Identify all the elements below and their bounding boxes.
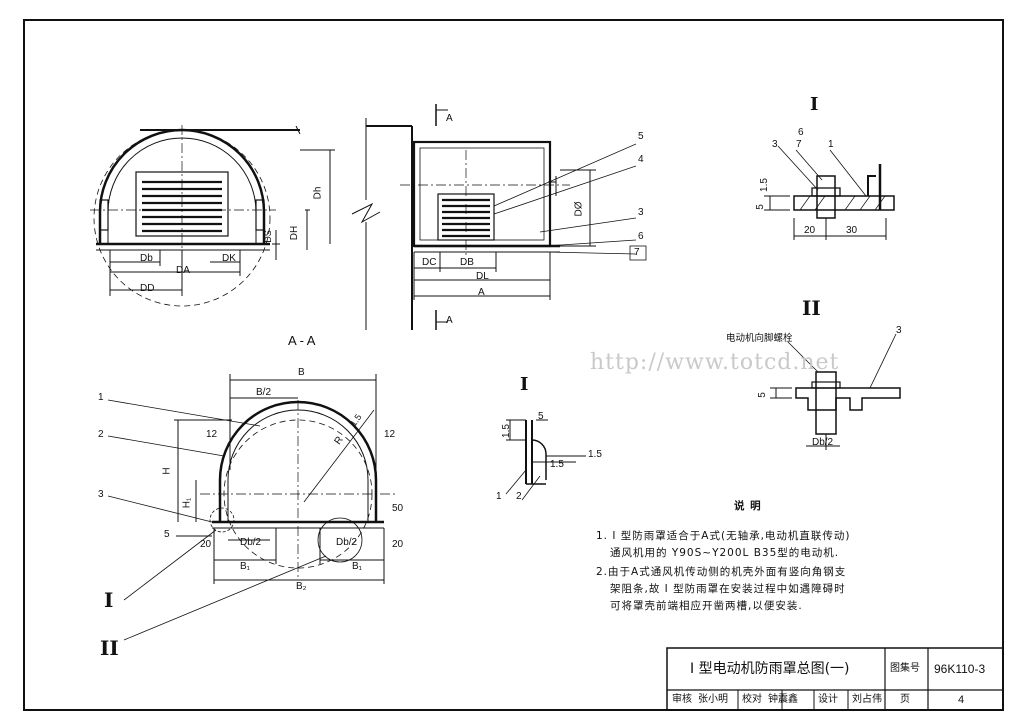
check-label: 校对: [742, 694, 762, 705]
page-label: 页: [900, 694, 910, 705]
d1-part-1: 1: [828, 139, 834, 150]
part-3-sec: 3: [98, 489, 104, 500]
d1-30: 30: [846, 225, 858, 236]
notes-line-5: 可将罩壳前端相应开凿两槽,以便安装.: [610, 600, 803, 612]
dim-db-side: DB: [460, 257, 474, 268]
dim-h: H: [161, 467, 173, 475]
cut-marker-bottom: A: [446, 315, 453, 326]
check-name: 钟震鑫: [768, 694, 798, 705]
dim-d0: DØ: [573, 201, 585, 217]
part-6-side: 6: [638, 231, 644, 242]
design-name: 刘占伟: [852, 694, 882, 705]
d1-5: 5: [754, 204, 766, 210]
sheet-border: [23, 19, 1004, 711]
part-4-side: 4: [638, 154, 644, 165]
notes-line-4: 架阻条,故 I 型防雨罩在安装过程中如遇障碍时: [610, 583, 846, 595]
d1-part-6: 6: [798, 127, 804, 138]
design-label: 设计: [818, 694, 838, 705]
dim-b: B: [298, 367, 305, 378]
d3-1-5-lower: 1.5: [550, 459, 564, 470]
d2-part-3: 3: [896, 325, 902, 336]
drawing-title: I 型电动机防雨罩总图(一): [690, 661, 850, 677]
d3-part-2: 2: [516, 491, 522, 502]
part-2-sec: 2: [98, 429, 104, 440]
detail-ii-title: II: [802, 296, 821, 320]
dim-db-half-right: Db/2: [336, 537, 358, 548]
dim-h1: H₁: [181, 497, 193, 509]
dim-12-right: 12: [384, 429, 396, 440]
dim-dh: DH: [289, 225, 301, 241]
dim-a: A: [478, 287, 485, 298]
part-1-sec: 1: [98, 392, 104, 403]
section-aa-view: [107, 374, 396, 641]
d3-5: 5: [538, 411, 544, 422]
d3-part-1: 1: [496, 491, 502, 502]
notes-title: 说 明: [734, 500, 762, 512]
d1-part-7: 7: [796, 139, 802, 150]
d1-part-3: 3: [772, 139, 778, 150]
dim-dk: DK: [222, 253, 236, 264]
part-5-side: 5: [638, 131, 644, 142]
dim-db: Db: [140, 253, 153, 264]
d1-20: 20: [804, 225, 816, 236]
detail-ii: [770, 333, 901, 450]
d2-db-half: Db/2: [812, 437, 834, 448]
side-view: [351, 104, 647, 330]
d3-1-5-right: 1.5: [588, 449, 602, 460]
dim-5-sec: 5: [164, 529, 170, 540]
notes-line-1: 1. I 型防雨罩适合于A式(无轴承,电动机直联传动): [596, 530, 851, 542]
dim-b1-left: B₁: [240, 561, 251, 572]
title-block-lines: [666, 647, 1004, 711]
dim-b1-right: B₁: [352, 561, 363, 572]
watermark: http://www.totcd.net: [590, 350, 840, 375]
detail-i-mid: [505, 419, 586, 501]
review-label: 审核: [672, 694, 692, 705]
cut-marker-top: A: [446, 113, 453, 124]
set-label: 图集号: [890, 663, 920, 674]
review-name: 张小明: [698, 694, 728, 705]
dim-b-half: B/2: [256, 387, 272, 398]
d2-note: 电动机向脚螺栓: [726, 333, 793, 344]
dim-12-left: 12: [206, 429, 218, 440]
set-number: 96K110-3: [934, 662, 986, 676]
callout-i: I: [104, 588, 114, 612]
dim-b2: B₂: [296, 581, 307, 592]
dim-20-left: 20: [200, 539, 212, 550]
part-3-side: 3: [638, 207, 644, 218]
notes-line-2: 通风机用的 Y90S~Y200L B35型的电动机.: [610, 547, 840, 559]
d2-5: 5: [756, 392, 768, 398]
dim-50: 50: [392, 503, 404, 514]
dim-dc: DC: [422, 257, 437, 268]
dim-20-right: 20: [392, 539, 404, 550]
dim-dd: DD: [140, 283, 155, 294]
dim-dl: DL: [476, 271, 489, 282]
dim-ds: DS: [262, 230, 273, 243]
detail-i-top-title: I: [810, 94, 819, 115]
front-end-view: [90, 125, 335, 307]
dim-db-half-left: Db/2: [240, 537, 262, 548]
section-label: A - A: [288, 333, 316, 348]
dim-dh-upper: Dh: [312, 186, 324, 200]
part-7-side: 7: [634, 247, 640, 258]
callout-ii: II: [100, 636, 119, 660]
dim-da: DA: [176, 265, 190, 276]
notes-line-3: 2.由于A式通风机传动侧的机壳外面有竖向角钢支: [596, 566, 847, 578]
detail-i-mid-title: I: [520, 374, 529, 395]
d3-1-5-left: 1.5: [500, 424, 512, 438]
d1-1-5: 1.5: [758, 178, 770, 192]
page-number: 4: [958, 694, 965, 706]
detail-i-top: [764, 145, 895, 240]
